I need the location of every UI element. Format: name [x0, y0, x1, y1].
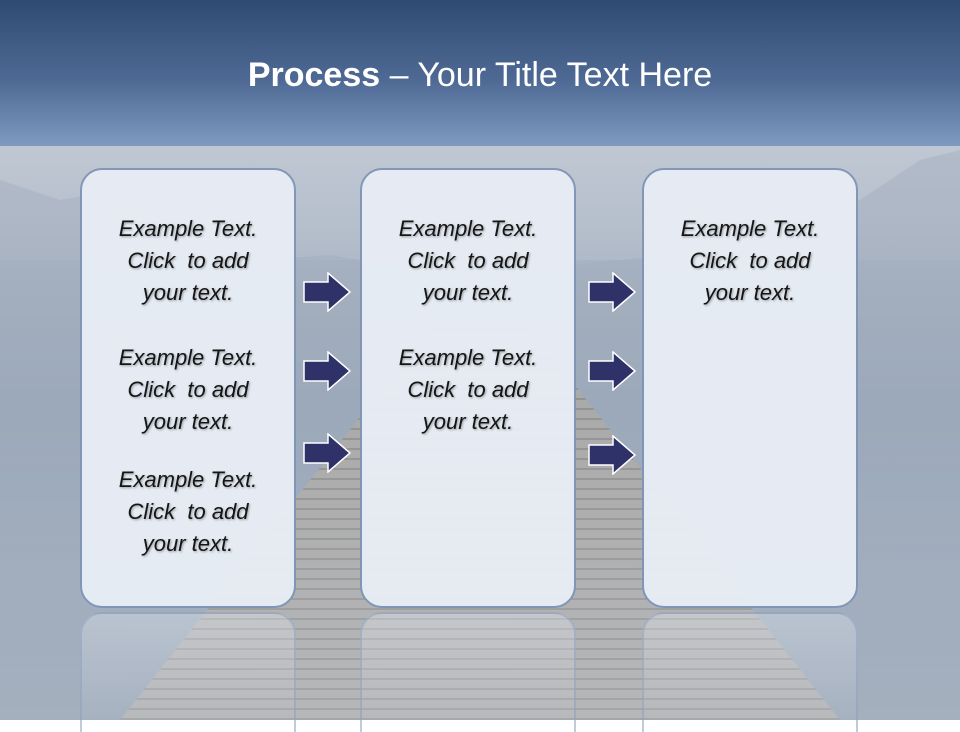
text-line: Click to add — [127, 377, 249, 402]
text-placeholder[interactable]: Example Text. Click to add your text. — [362, 342, 574, 438]
right-arrow-icon[interactable] — [587, 351, 637, 391]
text-line: Example Text. — [680, 216, 820, 241]
right-arrow-icon[interactable] — [302, 351, 352, 391]
title-rest-part: – Your Title Text Here — [380, 56, 713, 94]
text-line: Click to add — [407, 377, 529, 402]
box-reflection — [80, 612, 296, 732]
slide-title[interactable]: Process – Your Title Text Here — [0, 52, 960, 98]
text-line: your text. — [422, 409, 514, 434]
process-step-3-box[interactable]: Example Text. Click to add your text. — [642, 168, 858, 608]
text-line: Click to add — [689, 248, 811, 273]
text-line: Click to add — [127, 499, 249, 524]
box-reflection — [360, 612, 576, 732]
text-line: your text. — [142, 409, 234, 434]
box-reflection — [642, 612, 858, 732]
process-step-2-box[interactable]: Example Text. Click to add your text. Ex… — [360, 168, 576, 608]
text-placeholder[interactable]: Example Text. Click to add your text. — [82, 464, 294, 560]
text-placeholder[interactable]: Example Text. Click to add your text. — [82, 342, 294, 438]
text-line: Example Text. — [398, 345, 538, 370]
right-arrow-icon[interactable] — [587, 272, 637, 312]
title-bold-part: Process — [247, 56, 381, 94]
text-line: Example Text. — [398, 216, 538, 241]
right-arrow-icon[interactable] — [302, 433, 352, 473]
text-placeholder[interactable]: Example Text. Click to add your text. — [644, 213, 856, 309]
text-line: your text. — [704, 280, 796, 305]
right-arrow-icon[interactable] — [587, 435, 637, 475]
text-line: Example Text. — [118, 216, 258, 241]
text-line: your text. — [142, 280, 234, 305]
process-step-1-box[interactable]: Example Text. Click to add your text. Ex… — [80, 168, 296, 608]
text-line: your text. — [142, 531, 234, 556]
text-line: Example Text. — [118, 345, 258, 370]
text-placeholder[interactable]: Example Text. Click to add your text. — [82, 213, 294, 309]
text-placeholder[interactable]: Example Text. Click to add your text. — [362, 213, 574, 309]
text-line: your text. — [422, 280, 514, 305]
title-band — [0, 0, 960, 146]
text-line: Example Text. — [118, 467, 258, 492]
right-arrow-icon[interactable] — [302, 272, 352, 312]
text-line: Click to add — [127, 248, 249, 273]
text-line: Click to add — [407, 248, 529, 273]
